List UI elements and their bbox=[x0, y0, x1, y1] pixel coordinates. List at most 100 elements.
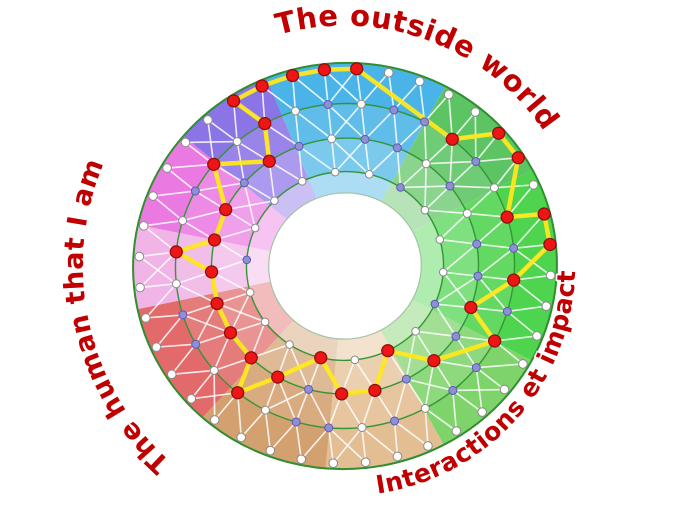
mesh-edge bbox=[298, 145, 336, 173]
wheel-layer bbox=[132, 61, 558, 471]
mesh-edge bbox=[264, 410, 272, 451]
red-node bbox=[350, 62, 364, 76]
mesh-edge bbox=[393, 109, 399, 148]
mesh-edge bbox=[447, 94, 454, 140]
mesh-node bbox=[389, 105, 399, 115]
mesh-node bbox=[291, 417, 301, 427]
mesh-edge bbox=[452, 390, 458, 432]
mesh-edge bbox=[167, 163, 214, 169]
mesh-edge bbox=[307, 389, 330, 429]
mesh-edge bbox=[424, 360, 435, 409]
mesh-edge bbox=[475, 367, 505, 391]
mesh-node bbox=[296, 454, 307, 465]
mesh-edge bbox=[361, 426, 398, 458]
mesh-edge bbox=[331, 103, 362, 140]
mesh-node bbox=[518, 359, 528, 369]
mesh-node bbox=[401, 374, 411, 384]
mesh-edge bbox=[139, 282, 177, 289]
mesh-edge bbox=[156, 343, 196, 348]
mesh-node bbox=[414, 76, 425, 87]
mesh-node bbox=[499, 384, 510, 395]
mesh-edge bbox=[476, 216, 508, 245]
mesh-node bbox=[236, 432, 247, 443]
mesh-node bbox=[489, 183, 499, 193]
mesh-node bbox=[392, 451, 403, 462]
mesh-edge bbox=[190, 369, 215, 400]
mesh-node bbox=[545, 270, 556, 281]
mesh-edge bbox=[360, 104, 366, 140]
mesh-edge bbox=[507, 305, 547, 313]
mesh-node bbox=[209, 415, 220, 425]
mesh-edge bbox=[439, 212, 468, 241]
red-node bbox=[223, 326, 238, 340]
mesh-edge bbox=[364, 109, 395, 140]
mesh-edge bbox=[295, 421, 303, 460]
mesh-edge bbox=[443, 271, 479, 277]
mesh-node bbox=[421, 159, 431, 169]
mesh-node bbox=[477, 407, 487, 417]
sector-green-mid bbox=[381, 86, 533, 232]
mesh-edge bbox=[214, 227, 256, 241]
mesh-edge bbox=[396, 121, 426, 149]
mesh-node bbox=[323, 99, 333, 109]
mesh-edge bbox=[182, 208, 226, 222]
mesh-edge bbox=[243, 182, 275, 202]
mesh-edge bbox=[393, 80, 421, 111]
red-node bbox=[500, 210, 514, 224]
mesh-node bbox=[285, 340, 294, 349]
mesh-node bbox=[420, 117, 430, 127]
mesh-edge bbox=[513, 279, 547, 307]
mesh-edge bbox=[424, 408, 429, 447]
mesh-edge bbox=[138, 255, 177, 285]
mesh-edge bbox=[152, 195, 184, 222]
mesh-edge bbox=[298, 146, 303, 182]
mesh-edge bbox=[243, 182, 256, 229]
mesh-node bbox=[250, 223, 260, 233]
mesh-edge bbox=[452, 389, 483, 413]
mesh-edge bbox=[294, 110, 333, 140]
mesh-node bbox=[451, 426, 462, 436]
mesh-edge bbox=[361, 427, 367, 463]
red-node bbox=[285, 68, 300, 83]
mesh-edge bbox=[232, 100, 238, 142]
mesh-node bbox=[451, 331, 461, 341]
mesh-node bbox=[209, 365, 219, 375]
highlight-path bbox=[174, 66, 553, 397]
red-node bbox=[507, 273, 521, 287]
mesh-edge bbox=[213, 332, 232, 371]
mesh-edge bbox=[360, 72, 390, 105]
mesh-edge bbox=[155, 314, 184, 348]
mesh-node bbox=[350, 355, 360, 365]
red-node bbox=[262, 154, 276, 168]
mesh-node bbox=[190, 186, 200, 196]
sector-tan-light bbox=[325, 330, 444, 470]
red-node bbox=[226, 94, 241, 108]
mesh-edge bbox=[211, 271, 251, 294]
mesh-node bbox=[294, 141, 304, 151]
red-node bbox=[258, 116, 272, 131]
mesh-node bbox=[148, 191, 158, 201]
mesh-edge bbox=[475, 367, 483, 413]
red-node bbox=[488, 334, 502, 348]
mesh-node bbox=[328, 458, 339, 468]
red-node bbox=[492, 126, 506, 140]
red-node bbox=[204, 265, 219, 279]
red-node bbox=[219, 202, 233, 217]
red-node bbox=[271, 370, 285, 384]
mesh-node bbox=[423, 441, 433, 451]
mesh-node bbox=[324, 423, 334, 433]
mesh-edge bbox=[264, 122, 300, 147]
mesh-node bbox=[242, 255, 252, 265]
mesh-node bbox=[392, 143, 402, 153]
red-node bbox=[368, 383, 382, 398]
mesh-edge bbox=[399, 163, 427, 189]
mesh-edge bbox=[330, 138, 336, 173]
mesh-edge bbox=[449, 160, 477, 187]
mesh-node bbox=[260, 317, 270, 327]
red-node bbox=[381, 344, 395, 358]
mesh-node bbox=[186, 393, 197, 404]
mesh-node bbox=[203, 115, 213, 125]
mesh-edge bbox=[433, 359, 477, 369]
mesh-edge bbox=[424, 407, 457, 432]
